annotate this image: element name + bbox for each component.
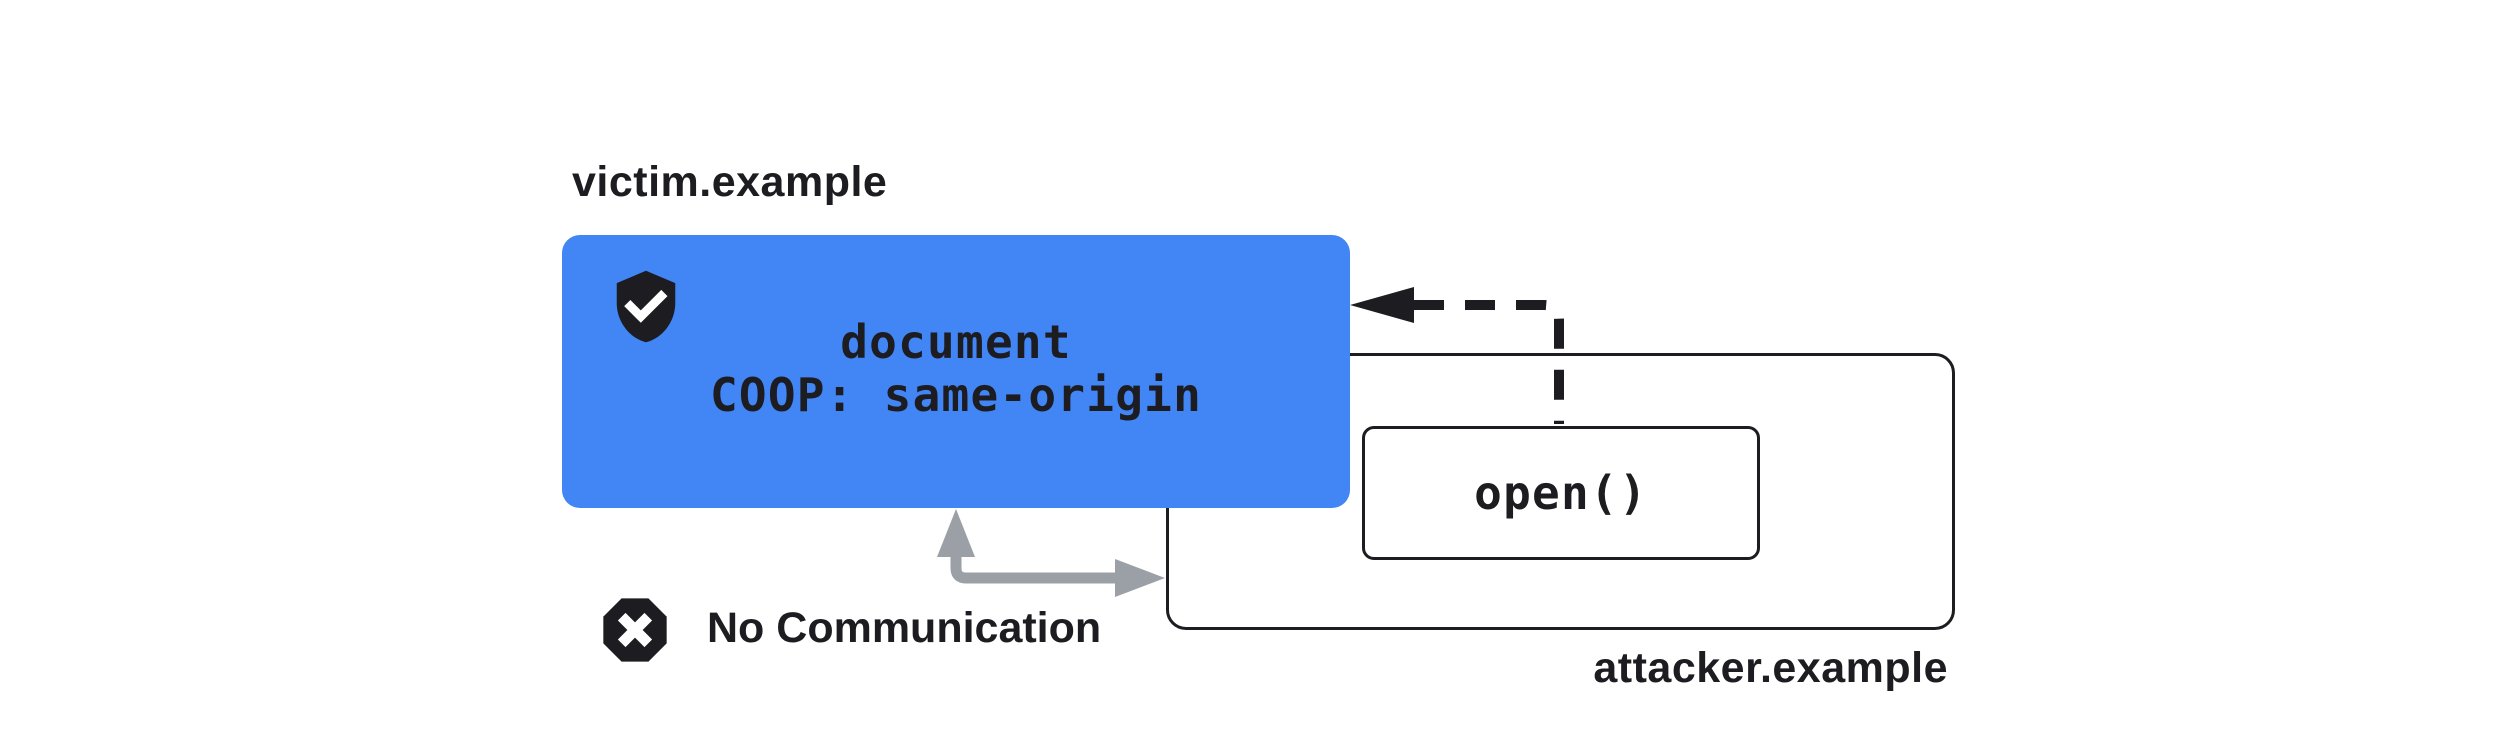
no-communication-icon [603,598,667,662]
victim-document-box: document COOP: same-origin [562,235,1350,508]
blocked-communication-arrow [937,509,1165,597]
coop-header-label: COOP: same-origin [709,368,1203,422]
open-call-label: open() [1474,466,1648,520]
victim-origin-label: victim.example [572,158,888,206]
victim-document-text: document COOP: same-origin [562,316,1350,422]
attacker-origin-label: attacker.example [1593,644,1948,692]
document-label: document [840,315,1072,369]
no-communication-label: No Communication [707,604,1102,652]
opener-call-box: open() [1362,426,1760,560]
shield-check-icon [616,270,676,343]
